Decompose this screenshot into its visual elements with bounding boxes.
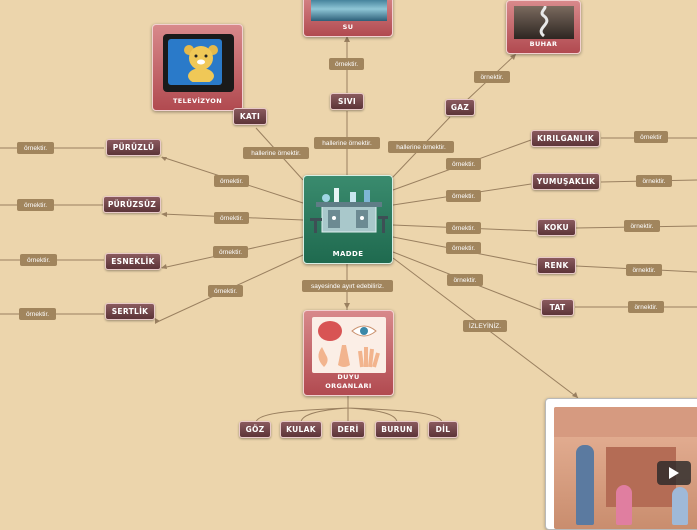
bear-icon <box>184 45 218 82</box>
play-button[interactable] <box>657 461 691 485</box>
person-child <box>616 485 632 525</box>
node-koku[interactable]: KOKU <box>537 219 576 236</box>
wall-shelf <box>554 407 697 437</box>
node-deri[interactable]: DERİ <box>331 421 365 438</box>
node-tat[interactable]: TAT <box>541 299 574 316</box>
duyu-organlari-title: DUYU ORGANLARI <box>325 373 372 390</box>
label-puruzlu-example: örnektir. <box>17 142 54 154</box>
label-puruzsuz-link: örnektir. <box>214 212 249 224</box>
label-renk-link: örnektir. <box>446 242 481 254</box>
label-puruzlu-link: örnektir. <box>214 175 249 187</box>
water-image <box>311 0 387 21</box>
node-goz[interactable]: GÖZ <box>239 421 271 438</box>
node-kirilganlik[interactable]: KIRILGANLIK <box>531 130 600 147</box>
video-thumbnail <box>554 407 697 529</box>
node-yumusaklik[interactable]: YUMUŞAKLIK <box>532 173 600 190</box>
label-yumusaklik-example: örnektir. <box>636 175 672 187</box>
label-sivi-link: hallerine örnektir. <box>314 137 380 149</box>
televizyon-card-title: TELEVİZYON <box>172 97 223 105</box>
video-card[interactable] <box>545 398 697 530</box>
center-title: MADDE <box>332 250 364 258</box>
node-gaz[interactable]: GAZ <box>445 99 475 116</box>
label-esneklik-example: örnektir. <box>20 254 57 266</box>
label-izleyiniz: İZLEYİNİZ. <box>463 320 507 332</box>
node-kulak[interactable]: KULAK <box>280 421 322 438</box>
node-puruzsuz[interactable]: PÜRÜZSÜZ <box>103 196 161 213</box>
label-sertlik-link: örnektir. <box>208 285 243 297</box>
label-kirilganlik-link: örnektir. <box>446 158 481 170</box>
label-koku-link: örnektir. <box>446 222 481 234</box>
person-adult <box>576 445 594 525</box>
buhar-card-title: BUHAR <box>529 40 558 48</box>
node-esneklik[interactable]: ESNEKLİK <box>105 253 161 270</box>
laboratory-icon <box>310 188 388 233</box>
buhar-card[interactable]: BUHAR <box>506 0 581 54</box>
label-kirilganlik-example: örnektir <box>634 131 668 143</box>
label-sivi-example: örnektir. <box>329 58 364 70</box>
steam-icon <box>539 6 549 38</box>
label-koku-example: örnektir. <box>624 220 660 232</box>
node-kati[interactable]: KATI <box>233 108 267 125</box>
node-puruzlu[interactable]: PÜRÜZLÜ <box>106 139 161 156</box>
label-esneklik-link: örnektir. <box>213 246 248 258</box>
node-dil[interactable]: DİL <box>428 421 458 438</box>
person-child-2 <box>672 487 688 525</box>
label-renk-example: örnektir. <box>626 264 662 276</box>
label-gaz-example: örnektir. <box>474 71 510 83</box>
node-sivi[interactable]: SIVI <box>330 93 364 110</box>
label-yumusaklik-link: örnektir. <box>446 190 481 202</box>
label-gaz-link: hallerine örnektir. <box>388 141 454 153</box>
televizyon-card[interactable]: TELEVİZYON <box>152 24 243 111</box>
label-tat-example: örnektir. <box>628 301 664 313</box>
duyu-organlari-card[interactable]: DUYU ORGANLARI <box>303 310 394 396</box>
label-kati-link: hallerine örnektir. <box>243 147 309 159</box>
su-card[interactable]: SU <box>303 0 393 37</box>
center-node-madde[interactable]: MADDE <box>303 175 393 264</box>
node-burun[interactable]: BURUN <box>375 421 419 438</box>
label-sertlik-example: örnektir. <box>19 308 56 320</box>
play-icon <box>669 467 679 479</box>
label-tat-link: örnektir. <box>447 274 483 286</box>
node-sertlik[interactable]: SERTLİK <box>105 303 155 320</box>
su-card-title: SU <box>342 23 354 31</box>
label-senses-link: sayesinde ayırt edebiliriz. <box>302 280 393 292</box>
node-renk[interactable]: RENK <box>537 257 576 274</box>
senses-icon <box>318 321 380 368</box>
label-puruzsuz-example: örnektir. <box>17 199 54 211</box>
